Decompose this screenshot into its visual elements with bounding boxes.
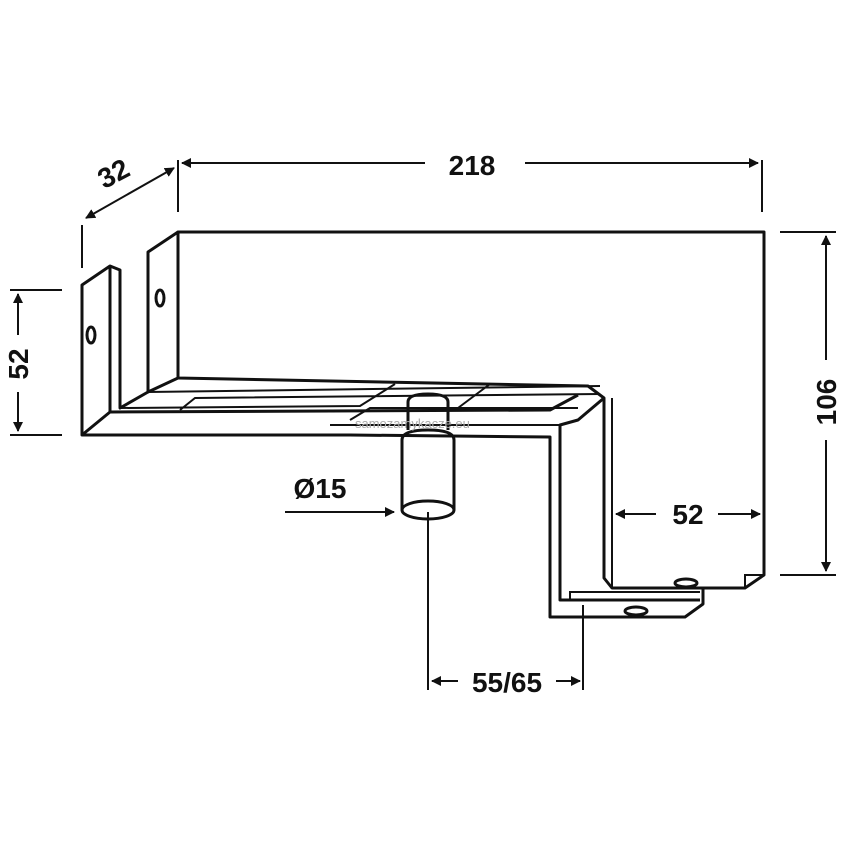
pivot-pin (400, 392, 456, 521)
dim-total-height: 106 (811, 379, 842, 426)
dim-lower-arm: 52 (672, 499, 703, 530)
dim-pin-diameter: Ø15 (294, 473, 347, 504)
screw-hole-icon (673, 577, 699, 589)
dim-depth: 32 (93, 153, 135, 195)
screw-hole-icon (623, 605, 649, 617)
dim-total-width: 218 (449, 150, 496, 181)
dim-left-height: 52 (3, 348, 34, 379)
dimension-lines (10, 158, 836, 690)
screw-hole-icon (85, 325, 97, 345)
dim-pin-offset: 55/65 (472, 667, 542, 698)
watermark: samozamykacze.eu (355, 416, 470, 431)
screw-hole-icon (154, 288, 166, 308)
hinge-body (80, 230, 766, 619)
